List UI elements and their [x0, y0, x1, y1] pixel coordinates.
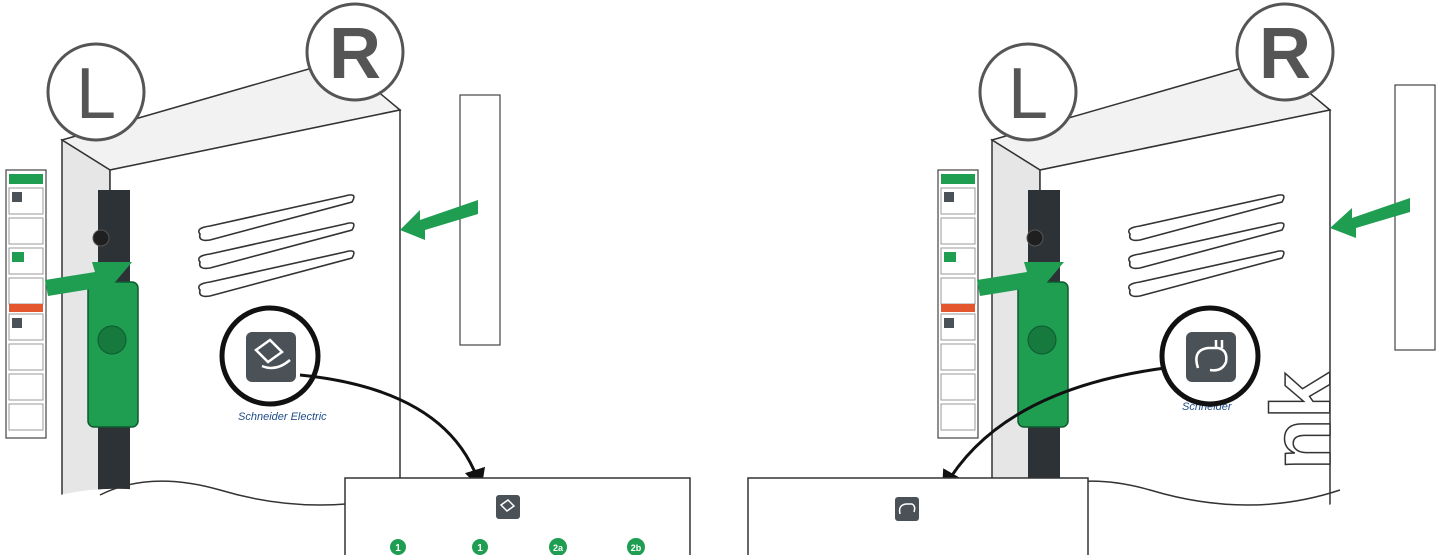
left-brand-text: Schneider Electric [238, 411, 327, 423]
svg-text:2b: 2b [631, 543, 642, 553]
step-badge: 1 [472, 539, 488, 555]
right-panel: Schneider nk L R [748, 4, 1435, 555]
left-badge-l-label: L [76, 54, 116, 134]
step-badge: 1 [390, 539, 406, 555]
left-sticker-sheet [6, 170, 46, 438]
right-socket [1018, 282, 1068, 427]
svg-text:2a: 2a [553, 543, 564, 553]
left-side-plate [460, 95, 500, 345]
right-sticker-sheet [938, 170, 978, 438]
left-badge-r-label: R [329, 14, 381, 94]
svg-text:1: 1 [395, 543, 401, 554]
svg-text:1: 1 [477, 543, 483, 554]
right-badge-l-label: L [1008, 54, 1048, 134]
right-detail-box [748, 478, 1088, 555]
plug-charging-icon [1186, 332, 1236, 382]
card-reader-hand-icon-small [496, 495, 520, 519]
right-badge-r-label: R [1259, 14, 1311, 94]
left-socket [88, 282, 138, 427]
left-panel: Schneider Electric L R 1 [0, 4, 690, 555]
left-detail-box: 1 1 2a 2b [345, 478, 690, 555]
right-side-plate [1395, 85, 1435, 350]
right-side-lettering: nk [1254, 372, 1348, 470]
